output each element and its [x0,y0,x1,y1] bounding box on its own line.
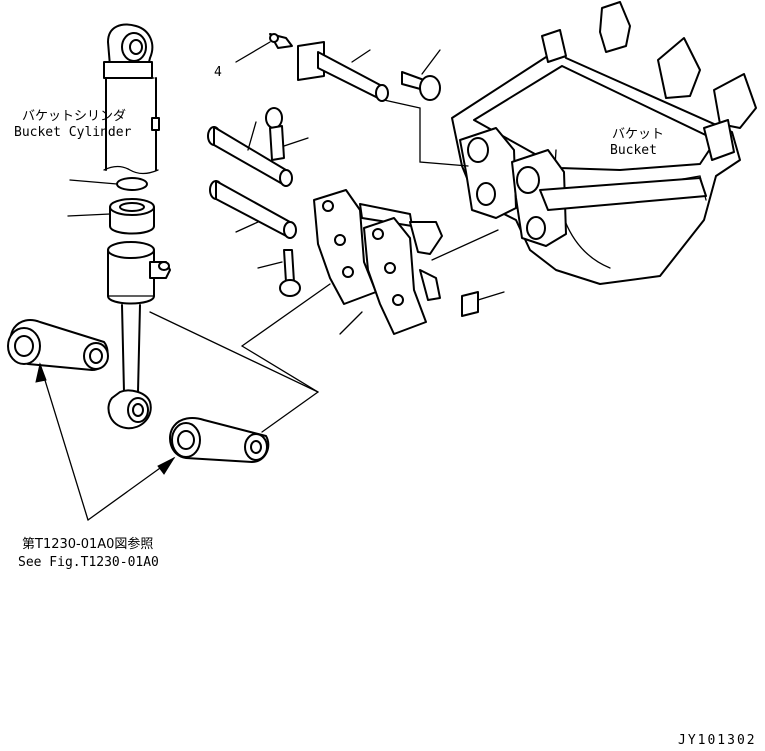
see-fig-label-en: See Fig.T1230-01A0 [18,555,159,570]
rod-eye-lower [107,389,152,430]
grease-fitting [235,33,293,63]
upper-link-left [7,319,109,371]
drawing-number: JY101302 [678,733,757,748]
shim [461,291,505,317]
coupler-bracket [313,189,443,335]
cylinder-rod-end [107,241,171,393]
bucket-pin-top [297,41,389,102]
pin-bolt-mid [265,107,309,161]
lower-link-right [169,417,270,463]
pin-bolt-top [401,49,441,101]
o-ring [69,177,148,191]
see-fig-arrows [35,362,176,521]
bushing [67,198,155,235]
leader-lines [149,99,499,433]
link-pin-lower [209,180,297,239]
pin-bolt-lower [257,249,301,297]
bucket-label-jp: バケット [612,127,664,142]
bucket-label-en: Bucket [610,143,657,158]
bucket [451,1,757,285]
link-pin-upper [207,121,293,187]
bucket-cylinder [103,23,160,175]
see-fig-label-jp: 第T1230-01A0図参照 [22,536,153,552]
callout-4: 4 [214,65,222,80]
bucket-cylinder-label-jp: バケットシリンダ [22,109,126,124]
bucket-cylinder-label-en: Bucket Cylinder [14,125,132,140]
